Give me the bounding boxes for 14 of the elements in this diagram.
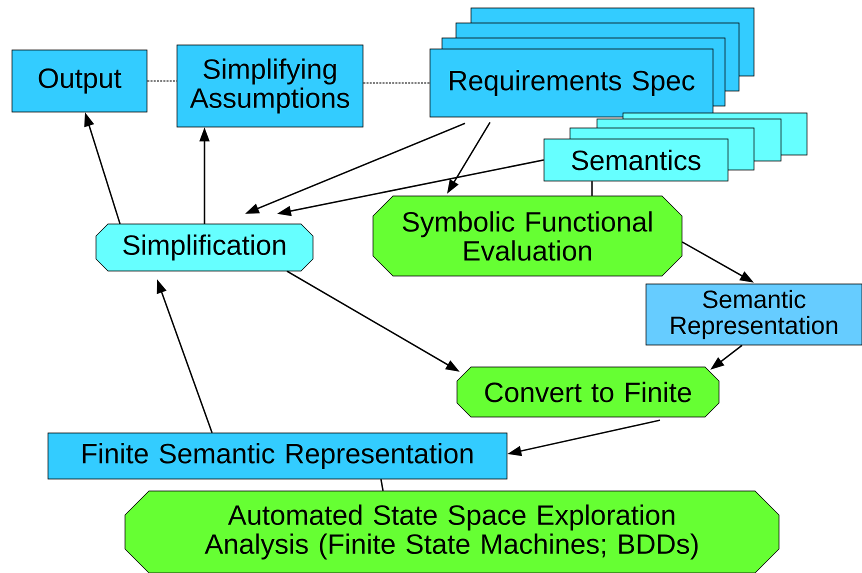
connector-line xyxy=(380,479,384,491)
process-box: Output xyxy=(12,50,148,112)
process-box: Finite Semantic Representation xyxy=(48,432,508,480)
dotted-line xyxy=(146,80,178,82)
stacked-document-box: Semantics xyxy=(544,112,808,182)
octagon-box: Convert to Finite xyxy=(456,366,720,418)
node-label: Semantics xyxy=(572,150,700,170)
octagon-box: Symbolic Functional Evaluation xyxy=(372,196,682,276)
process-box: Simplifying Assumptions xyxy=(176,44,364,128)
connector-line xyxy=(591,181,593,196)
octagon-box: Automated State Space Exploration Analysis (Finite State Machines; BDDs) xyxy=(124,490,780,573)
dotted-line xyxy=(362,82,430,84)
stacked-document-box: Requirements Spec xyxy=(430,8,754,118)
process-box: Semantic Representation xyxy=(646,284,862,346)
